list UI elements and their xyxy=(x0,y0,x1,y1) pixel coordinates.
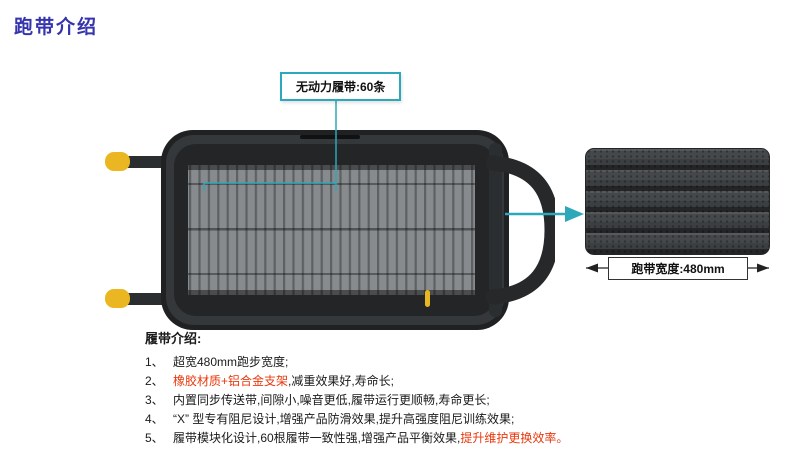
intro-item-text-highlight: 橡胶材质+铝合金支架 xyxy=(173,374,289,388)
callout-label: 无动力履带:60条 xyxy=(296,80,386,94)
callout-belt-count: 无动力履带:60条 xyxy=(280,72,402,101)
intro-item: 3、内置同步传送带,间隙小,噪音更低,履带运行更顺畅,寿命更长; xyxy=(145,391,705,410)
intro-item-text: 履带模块化设计,60根履带一致性强,增强产品平衡效果, xyxy=(173,431,461,445)
top-vent xyxy=(300,135,360,139)
intro-item: 1、超宽480mm跑步宽度; xyxy=(145,353,705,372)
page-title: 跑带介绍 xyxy=(14,17,99,38)
intro-item-number: 4、 xyxy=(145,412,164,426)
yellow-marker xyxy=(425,290,430,307)
intro-item-text: ,减重效果好,寿命长; xyxy=(288,374,395,388)
handle-yellow-cap-bottom xyxy=(105,289,130,308)
intro-item: 4、 “X” 型专有阻尼设计,增强产品防滑效果,提升高强度阻尼训练效果; xyxy=(145,410,705,429)
intro-item-text-highlight: 提升维护更换效率。 xyxy=(460,431,569,445)
intro-item: 5、履带模块化设计,60根履带一致性强,增强产品平衡效果,提升维护更换效率。 xyxy=(145,429,705,448)
belt-intro-section: 履带介绍: 1、超宽480mm跑步宽度;2、橡胶材质+铝合金支架,减重效果好,寿… xyxy=(145,328,705,448)
intro-list: 1、超宽480mm跑步宽度;2、橡胶材质+铝合金支架,减重效果好,寿命长;3、内… xyxy=(145,353,705,448)
treadmill-belt xyxy=(188,165,475,295)
belt-texture-detail xyxy=(585,148,770,255)
intro-item-number: 1、 xyxy=(145,355,164,369)
intro-item-number: 3、 xyxy=(145,393,164,407)
treadmill-top-view xyxy=(105,130,555,330)
handle-yellow-cap-top xyxy=(105,152,130,171)
intro-item-text: 超宽480mm跑步宽度; xyxy=(173,355,289,369)
rear-handle xyxy=(485,143,555,317)
intro-item: 2、橡胶材质+铝合金支架,减重效果好,寿命长; xyxy=(145,372,705,391)
intro-item-text: 内置同步传送带,间隙小,噪音更低,履带运行更顺畅,寿命更长; xyxy=(173,393,490,407)
intro-item-text: “X” 型专有阻尼设计,增强产品防滑效果,提升高强度阻尼训练效果; xyxy=(173,412,515,426)
intro-heading: 履带介绍: xyxy=(145,331,202,346)
intro-item-number: 2、 xyxy=(145,374,164,388)
belt-width-label: 跑带宽度:480mm xyxy=(608,257,748,280)
intro-item-number: 5、 xyxy=(145,431,164,445)
